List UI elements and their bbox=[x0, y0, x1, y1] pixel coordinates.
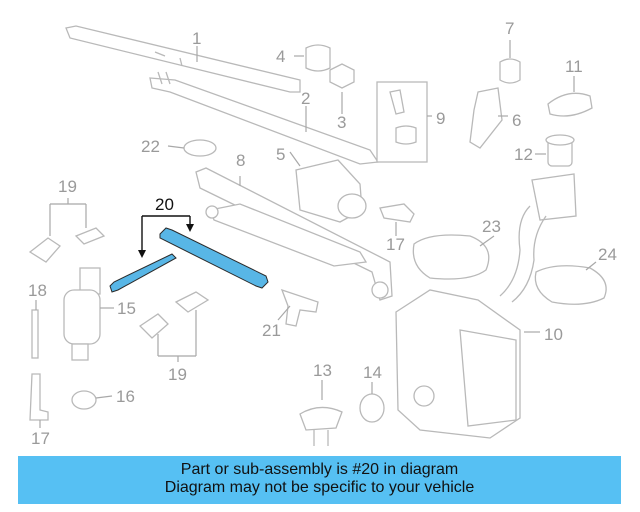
callout-23: 23 bbox=[482, 217, 501, 236]
nozzle-part-19-lower bbox=[138, 291, 210, 339]
nozzle-part-19-upper bbox=[28, 227, 106, 263]
nut-part-3 bbox=[329, 63, 355, 89]
callout-13: 13 bbox=[313, 361, 332, 380]
callout-24: 24 bbox=[598, 245, 617, 264]
callout-19-lower: 19 bbox=[168, 365, 187, 384]
callout-9: 9 bbox=[436, 109, 445, 128]
wiper-blade-part bbox=[65, 25, 301, 93]
washer-reservoir-part-10 bbox=[395, 289, 521, 439]
washer-nozzle-part-24 bbox=[534, 265, 607, 305]
grommet-part-7 bbox=[499, 58, 521, 84]
highlighted-hose-part-20 bbox=[109, 227, 269, 293]
callout-21: 21 bbox=[262, 321, 281, 340]
washer-pump-part-15 bbox=[63, 267, 101, 361]
hose-part-18 bbox=[31, 309, 39, 359]
wiper-arm-part bbox=[149, 71, 380, 165]
grommet-part-16 bbox=[71, 390, 97, 410]
bushing-part-12 bbox=[545, 134, 575, 167]
callout-4: 4 bbox=[276, 47, 285, 66]
callout-14: 14 bbox=[363, 363, 382, 382]
info-banner: Part or sub-assembly is #20 in diagram D… bbox=[18, 456, 621, 504]
parts-diagram: 1 2 3 4 5 6 7 8 9 10 11 12 13 14 15 16 1… bbox=[28, 19, 617, 448]
callout-20-bracket bbox=[138, 215, 194, 258]
callout-17-upper: 17 bbox=[386, 235, 405, 254]
callout-16: 16 bbox=[116, 387, 135, 406]
connector-part-17-lower bbox=[29, 373, 49, 421]
callout-10: 10 bbox=[544, 325, 563, 344]
callout-18: 18 bbox=[28, 281, 47, 300]
grommet-part-14 bbox=[359, 393, 385, 423]
t-connector-part-21 bbox=[280, 288, 319, 327]
callout-22: 22 bbox=[141, 137, 160, 156]
callout-6: 6 bbox=[512, 111, 521, 130]
fastener-kit-part-9 bbox=[376, 81, 428, 163]
nozzle-part-13 bbox=[299, 406, 343, 446]
callout-3: 3 bbox=[337, 113, 346, 132]
washer-nozzle-part-23 bbox=[412, 234, 490, 280]
hose-connector-part-17 bbox=[379, 203, 415, 223]
callout-8: 8 bbox=[236, 151, 245, 170]
callout-19-upper: 19 bbox=[58, 177, 77, 196]
banner-line-2: Diagram may not be specific to your vehi… bbox=[164, 479, 475, 496]
callout-7: 7 bbox=[505, 19, 514, 38]
plug-part-22 bbox=[183, 139, 217, 157]
callout-2: 2 bbox=[301, 89, 310, 108]
callout-20: 20 bbox=[155, 195, 174, 214]
mount-bracket-part-6 bbox=[469, 87, 503, 149]
callout-11: 11 bbox=[565, 57, 583, 76]
filler-neck bbox=[499, 173, 577, 303]
wiper-motor-part-5 bbox=[295, 159, 367, 223]
callout-17-lower: 17 bbox=[31, 429, 50, 448]
wiper-linkage-part-8 bbox=[195, 167, 393, 301]
cap-part-4 bbox=[305, 44, 331, 72]
callout-12: 12 bbox=[514, 145, 533, 164]
callout-1: 1 bbox=[192, 29, 201, 48]
leader-lines bbox=[35, 40, 597, 428]
bracket-part-11 bbox=[547, 92, 593, 117]
callout-15: 15 bbox=[117, 299, 136, 318]
banner-line-1: Part or sub-assembly is #20 in diagram bbox=[180, 461, 459, 478]
callout-5: 5 bbox=[276, 145, 285, 164]
